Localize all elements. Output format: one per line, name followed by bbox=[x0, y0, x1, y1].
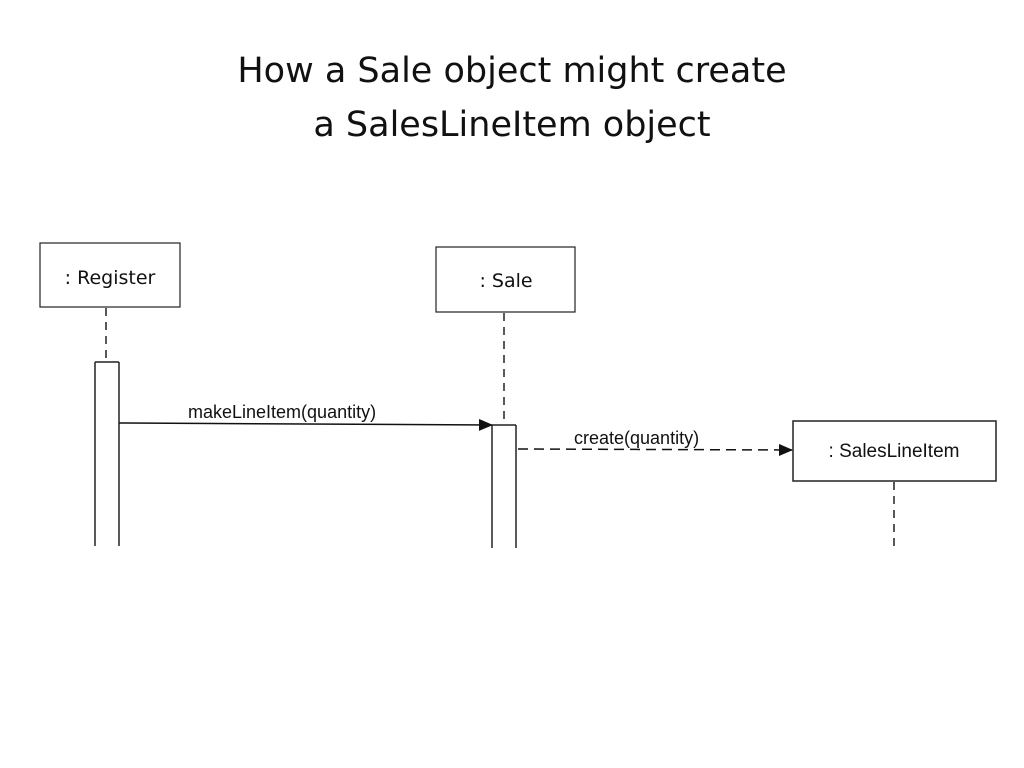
title-line-2: a SalesLineItem object bbox=[313, 105, 711, 145]
sale-activation bbox=[491, 424, 517, 548]
register-label: : Register bbox=[65, 267, 156, 289]
message-make-arrow bbox=[118, 418, 493, 431]
sale-object: : Sale bbox=[435, 246, 576, 313]
message-create: create(quantity) bbox=[517, 428, 793, 456]
sale-box bbox=[435, 246, 576, 313]
message-make-line-item: makeLineItem(quantity) bbox=[118, 402, 493, 431]
register-object: : Register bbox=[39, 242, 181, 308]
message-create-arrow bbox=[517, 443, 793, 456]
message-make-label: makeLineItem(quantity) bbox=[188, 402, 376, 422]
message-create-label: create(quantity) bbox=[574, 428, 699, 448]
register-activation bbox=[94, 361, 120, 546]
title-line-1: How a Sale object might create bbox=[237, 51, 787, 91]
saleslineitem-box bbox=[792, 420, 997, 482]
sale-label: : Sale bbox=[479, 270, 532, 292]
saleslineitem-label: : SalesLineItem bbox=[829, 441, 960, 462]
slide-title: How a Sale object might create a SalesLi… bbox=[0, 44, 1024, 152]
saleslineitem-object: : SalesLineItem bbox=[792, 420, 997, 482]
register-box bbox=[39, 242, 181, 308]
